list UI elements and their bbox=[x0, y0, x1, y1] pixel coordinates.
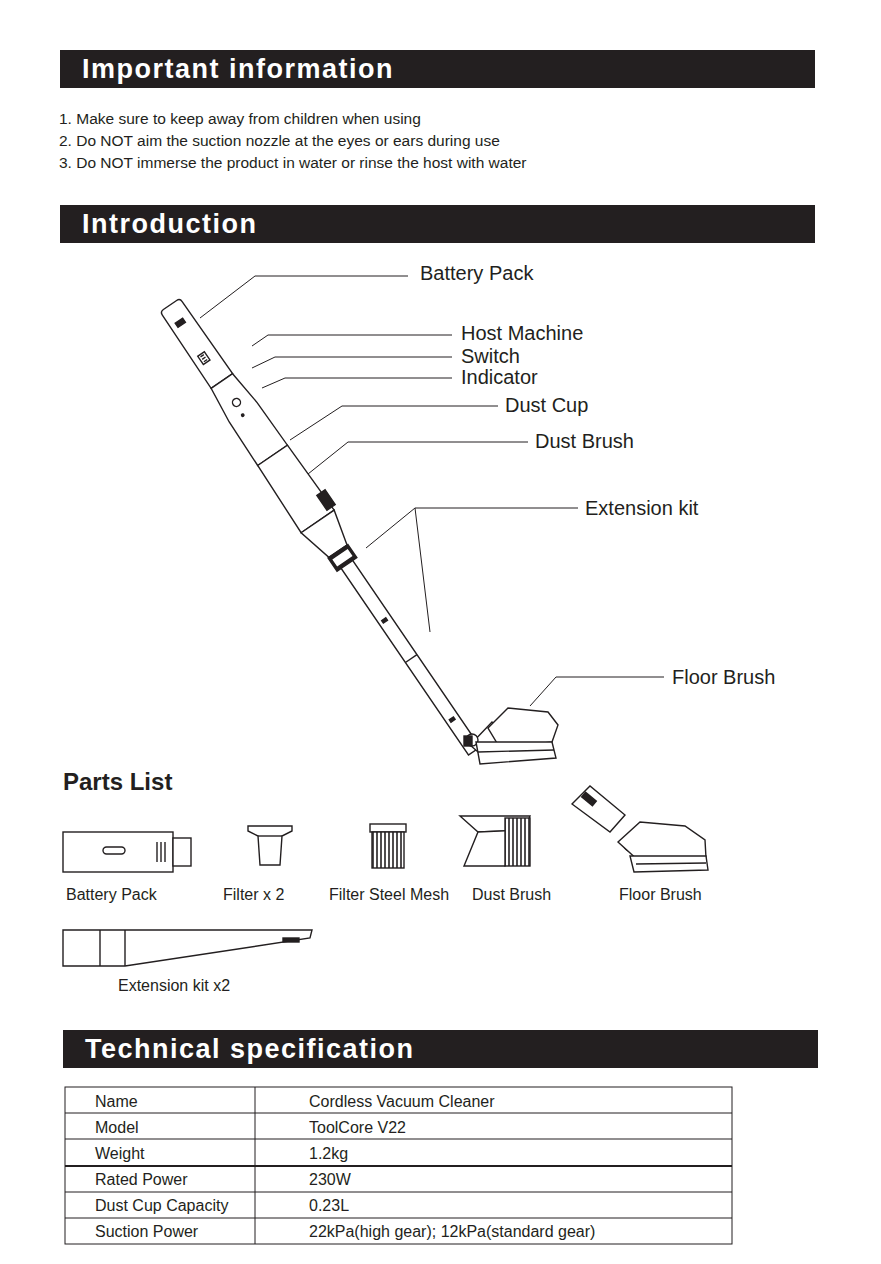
table-cell: 22kPa(high gear); 12kPa(standard gear) bbox=[309, 1223, 595, 1241]
parts-drawings bbox=[63, 786, 708, 966]
part-callout: Dust Cup bbox=[505, 394, 588, 417]
table-cell: 1.2kg bbox=[309, 1145, 348, 1163]
table-cell: Rated Power bbox=[95, 1171, 188, 1189]
part-name: Filter Steel Mesh bbox=[329, 886, 449, 904]
part-callout: Floor Brush bbox=[672, 666, 775, 689]
section-title: Important information bbox=[60, 50, 815, 88]
part-callout: Dust Brush bbox=[535, 430, 634, 453]
vacuum-drawing bbox=[153, 291, 494, 762]
part-callout: Indicator bbox=[461, 366, 538, 389]
section-title: Introduction bbox=[60, 205, 815, 243]
part-name: Filter x 2 bbox=[223, 886, 284, 904]
part-callout: Extension kit bbox=[585, 497, 698, 520]
part-callout: Battery Pack bbox=[420, 262, 533, 285]
section-header-band: Introduction bbox=[60, 205, 815, 243]
part-callout: Switch bbox=[461, 345, 520, 368]
table-cell: Suction Power bbox=[95, 1223, 198, 1241]
part-name: Floor Brush bbox=[619, 886, 702, 904]
part-name: Extension kit x2 bbox=[118, 977, 230, 995]
table-cell: ToolCore V22 bbox=[309, 1119, 406, 1137]
table-cell: 230W bbox=[309, 1171, 351, 1189]
leader-lines bbox=[200, 276, 664, 706]
section-title: Technical specification bbox=[63, 1030, 818, 1068]
table-cell: Name bbox=[95, 1093, 138, 1111]
part-name: Battery Pack bbox=[66, 886, 157, 904]
table-cell: 0.23L bbox=[309, 1197, 349, 1215]
table-cell: Model bbox=[95, 1119, 139, 1137]
table-cell: Dust Cup Capacity bbox=[95, 1197, 228, 1215]
table-cell: Cordless Vacuum Cleaner bbox=[309, 1093, 495, 1111]
note-text: 1. Make sure to keep away from children … bbox=[59, 110, 421, 128]
part-name: Dust Brush bbox=[472, 886, 551, 904]
section-subheading: Parts List bbox=[63, 768, 172, 796]
note-text: 2. Do NOT aim the suction nozzle at the … bbox=[59, 132, 500, 150]
section-header-band: Important information bbox=[60, 50, 815, 88]
table-cell: Weight bbox=[95, 1145, 145, 1163]
floor-brush-drawing bbox=[464, 708, 558, 764]
spec-table-grid bbox=[65, 1087, 732, 1244]
section-header-band: Technical specification bbox=[63, 1030, 818, 1068]
part-callout: Host Machine bbox=[461, 322, 583, 345]
note-text: 3. Do NOT immerse the product in water o… bbox=[59, 154, 526, 172]
